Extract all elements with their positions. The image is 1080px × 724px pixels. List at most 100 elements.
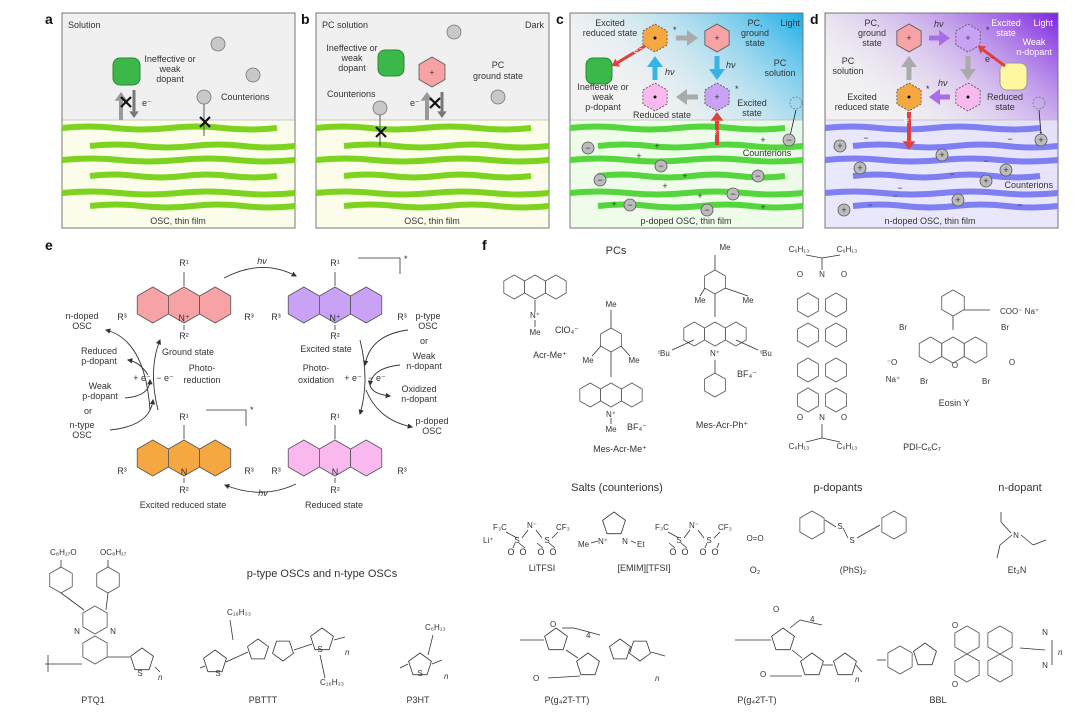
left-input-label: Weak xyxy=(89,381,112,391)
plus-sign: + xyxy=(955,195,960,205)
atom-label: C₆H₁₃ xyxy=(837,245,858,254)
atom-label: CF₃ xyxy=(718,523,732,532)
electron-charge: − xyxy=(983,156,988,166)
counterions-label: Counterions xyxy=(743,148,792,158)
r2-label: R² xyxy=(330,485,340,495)
atom-label: Br xyxy=(899,323,907,332)
atom-label: S xyxy=(837,522,842,531)
counterions-label: Counterions xyxy=(221,92,270,102)
left-input-label: OSC xyxy=(72,430,92,440)
r3-label: R³ xyxy=(397,312,407,322)
p-doped-out-arrow xyxy=(365,389,414,429)
radical-dot xyxy=(653,95,657,99)
electron-label: e⁻ xyxy=(142,98,152,108)
atom-label: F₃C xyxy=(493,523,507,532)
counterion-cation xyxy=(837,203,851,217)
atom-label: N xyxy=(1042,628,1048,637)
atom-label: Me xyxy=(578,540,590,549)
dark-label: Dark xyxy=(525,20,545,30)
osc-fiber xyxy=(343,201,550,211)
bond xyxy=(512,542,516,549)
bond xyxy=(547,675,581,679)
pc-solution-label: PC xyxy=(774,58,787,68)
oxygen-atom: O xyxy=(537,547,544,557)
bond xyxy=(333,636,346,641)
counterion-cation xyxy=(1034,133,1048,147)
reduced-state-acridine xyxy=(287,439,320,477)
atom-label: O xyxy=(952,621,958,630)
atom-label: N⁺ xyxy=(710,349,720,358)
oxygen-atom: O xyxy=(699,547,706,557)
polymer-name: P3HT xyxy=(406,695,430,705)
anion-label: BF₄⁻ xyxy=(737,369,757,379)
atom-label: O xyxy=(797,270,803,279)
pc-solution-label: solution xyxy=(832,66,863,76)
atom-label: O xyxy=(550,620,556,629)
bond xyxy=(319,654,326,679)
r3-label: R³ xyxy=(117,312,127,322)
atom-label: S xyxy=(137,669,142,678)
hv-curve-arrow xyxy=(223,267,297,279)
electron-charge: − xyxy=(897,183,902,193)
naphthalene-ring xyxy=(954,653,980,683)
photoreduction-arrow xyxy=(153,338,161,411)
blocked-x-icon xyxy=(429,97,441,109)
osc-fiber xyxy=(343,141,550,151)
ground-state-label: Ground state xyxy=(162,347,214,357)
bond xyxy=(521,529,529,539)
reduced-p-dopant-label: p-dopant xyxy=(81,356,117,366)
naphthalene-ring xyxy=(987,625,1013,655)
bond xyxy=(680,542,688,549)
atom-label: O xyxy=(760,670,766,679)
atom-label: N xyxy=(819,413,825,422)
atom-label: F₃C xyxy=(655,523,669,532)
atom-label: Me xyxy=(605,300,617,309)
atom-label: COO⁻ Na⁺ xyxy=(1000,307,1039,316)
excited-state-label: Excited state xyxy=(300,344,352,354)
transition-arrow-head xyxy=(676,89,687,105)
counterion-arrow-head xyxy=(1039,132,1043,134)
osc-fiber xyxy=(852,171,1041,181)
compound-name: Mes-Acr-Me⁺ xyxy=(593,444,647,454)
dopant-label: Ineffective or xyxy=(326,43,377,53)
blocked-arrow-head xyxy=(114,92,128,101)
p-doped-osc-label: OSC xyxy=(422,426,442,436)
atom-label: O xyxy=(533,674,539,683)
panel-a: Solution Ineffective or weak dopant Coun… xyxy=(68,20,270,226)
bond xyxy=(1032,539,1047,546)
phenyl-ring xyxy=(881,510,907,540)
acridine-ring xyxy=(704,321,726,347)
plus-sign: + xyxy=(983,176,988,186)
transition-arrow-head xyxy=(901,56,917,67)
dopant-square xyxy=(377,49,405,77)
atom-label: Et xyxy=(637,540,645,549)
weak-n-in xyxy=(367,364,401,387)
atom-label: Na⁺ xyxy=(886,375,900,384)
bond xyxy=(518,542,526,549)
star: * xyxy=(250,405,254,415)
mesityl-ring xyxy=(600,327,622,353)
thiophene-ring xyxy=(800,652,824,676)
perylene-ring xyxy=(825,292,847,318)
thiophene-ring xyxy=(833,652,857,676)
atom-label: ᵗBu xyxy=(760,349,772,358)
osc-fiber xyxy=(569,155,804,165)
osc-fiber xyxy=(61,188,296,198)
excited-label: state xyxy=(996,28,1016,38)
hv-label: hν xyxy=(934,19,944,29)
right-input-label: OSC xyxy=(418,321,438,331)
excited-hexagon xyxy=(704,82,730,112)
compound-name: Mes-Acr-Ph⁺ xyxy=(696,420,749,430)
atom-label: ᵗBu xyxy=(658,349,670,358)
panel-label-d: d xyxy=(810,11,819,27)
minus-sign: − xyxy=(786,135,791,145)
electron-label: e⁻ xyxy=(712,127,722,137)
thiophene-ring xyxy=(130,647,154,671)
hv-label: hν xyxy=(257,256,267,266)
bond xyxy=(630,540,637,544)
hv-curve-arrow xyxy=(223,483,297,493)
bond xyxy=(591,345,602,357)
electron-arrow-head xyxy=(612,58,621,67)
minus-sign: − xyxy=(730,189,735,199)
electron-charge: − xyxy=(1017,200,1022,210)
